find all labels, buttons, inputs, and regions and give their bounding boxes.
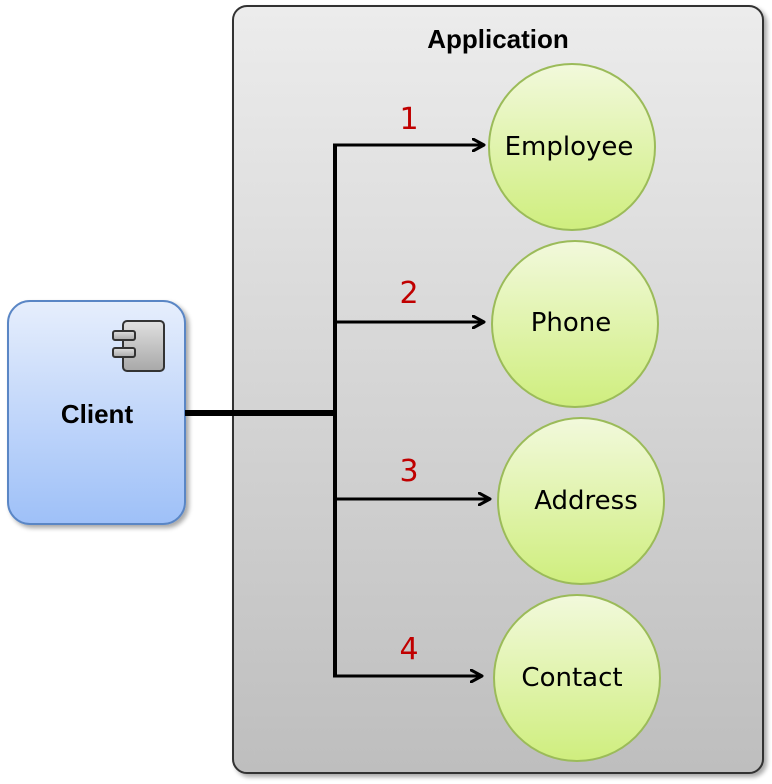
entity-employee[interactable]: Employee xyxy=(488,63,656,231)
entity-circle xyxy=(493,594,661,762)
step-numbers: 1 2 3 4 xyxy=(399,102,418,667)
entity-address[interactable]: Address xyxy=(497,417,665,585)
entity-label: Contact xyxy=(521,663,622,693)
entity-label: Employee xyxy=(505,132,634,162)
client-component[interactable]: Client xyxy=(7,300,186,525)
application-title: Application xyxy=(427,24,569,54)
client-label: Client xyxy=(61,399,134,429)
entity-phone[interactable]: Phone xyxy=(491,240,659,408)
entity-circle xyxy=(491,240,659,408)
step-number-1: 1 xyxy=(399,102,418,137)
entity-circle xyxy=(497,417,665,585)
connectors xyxy=(185,144,490,677)
step-number-2: 2 xyxy=(399,276,418,311)
step-number-3: 3 xyxy=(399,454,418,489)
entity-label: Phone xyxy=(531,308,612,338)
step-number-4: 4 xyxy=(399,632,418,667)
entity-circle xyxy=(488,63,656,231)
entity-contact[interactable]: Contact xyxy=(493,594,661,762)
entity-label: Address xyxy=(534,486,638,516)
component-icon xyxy=(112,320,165,372)
